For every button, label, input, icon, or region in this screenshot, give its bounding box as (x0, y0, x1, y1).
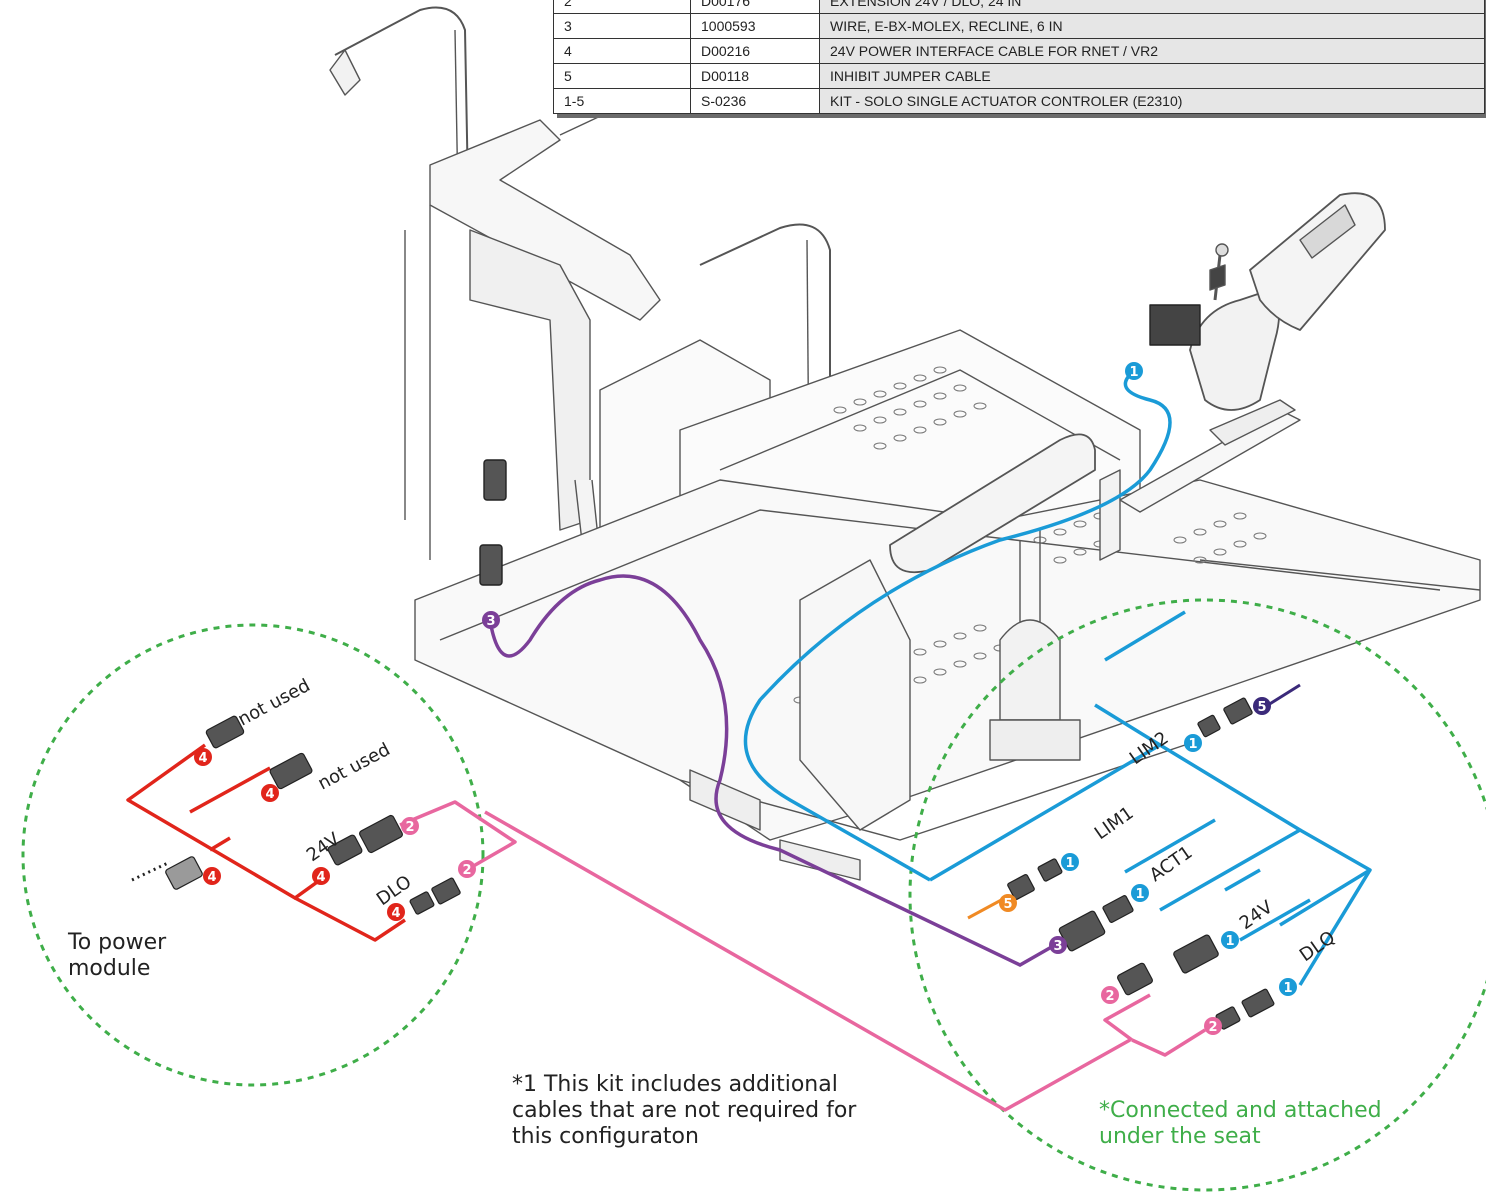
svg-text:2: 2 (1105, 989, 1114, 1004)
marker-lim1-1: 1 (1061, 853, 1079, 871)
svg-text:1: 1 (1188, 737, 1197, 752)
svg-text:3: 3 (486, 614, 495, 629)
label-lim1: LIM1 (1091, 803, 1138, 844)
description-cell: KIT - SOLO SINGLE ACTUATOR CONTROLER (E2… (819, 88, 1485, 114)
label-not-used-2: not used (314, 739, 393, 794)
left-dashed-circle (21, 623, 485, 1087)
svg-text:4: 4 (265, 787, 274, 802)
svg-text:5: 5 (1003, 897, 1012, 912)
table-row: 5 D00118 INHIBIT JUMPER CABLE (553, 63, 1485, 89)
marker-dlq-1: 1 (1279, 978, 1297, 996)
description-cell: WIRE, E-BX-MOLEX, RECLINE, 6 IN (819, 13, 1485, 39)
wheelchair-seat-drawing (329, 6, 1481, 881)
right-dashed-circle (908, 598, 1486, 1192)
marker-left-2b: 2 (458, 860, 476, 878)
label-not-used-1: not used (234, 675, 313, 730)
svg-text:1: 1 (1225, 934, 1234, 949)
marker-left-2a: 2 (401, 817, 419, 835)
svg-text:4: 4 (198, 751, 207, 766)
marker-act-3: 3 (1049, 936, 1067, 954)
cable-2-extension (399, 800, 1206, 1112)
table-row: 4 D00216 24V POWER INTERFACE CABLE FOR R… (553, 38, 1485, 64)
marker-left-4d: 4 (312, 867, 330, 885)
marker-joystick-1: 1 (1125, 362, 1143, 380)
part-number-cell: D00216 (690, 38, 820, 64)
cable-3-recline (488, 574, 1056, 967)
table-row: 1-5 S-0236 KIT - SOLO SINGLE ACTUATOR CO… (553, 88, 1485, 114)
description-cell: INHIBIT JUMPER CABLE (819, 63, 1485, 89)
power-module-lead (131, 860, 171, 882)
marker-recline-3: 3 (482, 611, 500, 629)
cable-5-orange (967, 896, 1006, 920)
marker-left-4e: 4 (387, 903, 405, 921)
cable-1-harness (743, 368, 1372, 986)
marker-orange-5: 5 (999, 894, 1017, 912)
label-right-24v: 24V (1236, 896, 1277, 934)
label-act1: ACT1 (1146, 842, 1197, 886)
callout-markers: 1 3 4 4 4 4 4 2 2 1 5 1 5 1 3 1 1 2 2 (194, 362, 1297, 1035)
svg-text:4: 4 (207, 870, 216, 885)
svg-text:2: 2 (462, 863, 471, 878)
marker-right-2b: 2 (1204, 1017, 1222, 1035)
connectors (165, 697, 1275, 1030)
part-number-cell: D00118 (690, 63, 820, 89)
part-number-cell: S-0236 (690, 88, 820, 114)
marker-24v-1: 1 (1221, 931, 1239, 949)
description-cell: EXTENSION 24V / DLO, 24 IN (819, 0, 1485, 14)
marker-lim2-1: 1 (1184, 734, 1202, 752)
item-cell: 4 (553, 38, 691, 64)
item-cell: 1-5 (553, 88, 691, 114)
svg-text:2: 2 (405, 820, 414, 835)
svg-text:4: 4 (316, 870, 325, 885)
cable-4-harness (126, 743, 406, 942)
svg-text:1: 1 (1065, 856, 1074, 871)
svg-text:1: 1 (1135, 887, 1144, 902)
item-cell: 2 (553, 0, 691, 14)
power-module-note: To power module (68, 930, 167, 981)
description-cell: 24V POWER INTERFACE CABLE FOR RNET / VR2 (819, 38, 1485, 64)
marker-right-2a: 2 (1101, 986, 1119, 1004)
svg-text:3: 3 (1053, 939, 1062, 954)
item-cell: 5 (553, 63, 691, 89)
svg-text:2: 2 (1208, 1020, 1217, 1035)
seat-note: *Connected and attached under the seat (1099, 1098, 1382, 1149)
table-row: 2 D00176 EXTENSION 24V / DLO, 24 IN (553, 0, 1485, 14)
svg-text:5: 5 (1257, 700, 1266, 715)
marker-left-4a: 4 (194, 748, 212, 766)
marker-left-4b: 4 (261, 784, 279, 802)
parts-table: 2 D00176 EXTENSION 24V / DLO, 24 IN 3 10… (553, 0, 1485, 114)
table-row: 3 1000593 WIRE, E-BX-MOLEX, RECLINE, 6 I… (553, 13, 1485, 39)
svg-text:1: 1 (1283, 981, 1292, 996)
kit-note: *1 This kit includes additional cables t… (512, 1072, 857, 1149)
marker-left-4c: 4 (203, 867, 221, 885)
svg-text:1: 1 (1129, 365, 1138, 380)
item-cell: 3 (553, 13, 691, 39)
part-number-cell: 1000593 (690, 13, 820, 39)
part-number-cell: D00176 (690, 0, 820, 14)
marker-jumper-5: 5 (1253, 697, 1271, 715)
label-lim2: LIM2 (1126, 728, 1173, 769)
marker-act1-1: 1 (1131, 884, 1149, 902)
svg-text:4: 4 (391, 906, 400, 921)
